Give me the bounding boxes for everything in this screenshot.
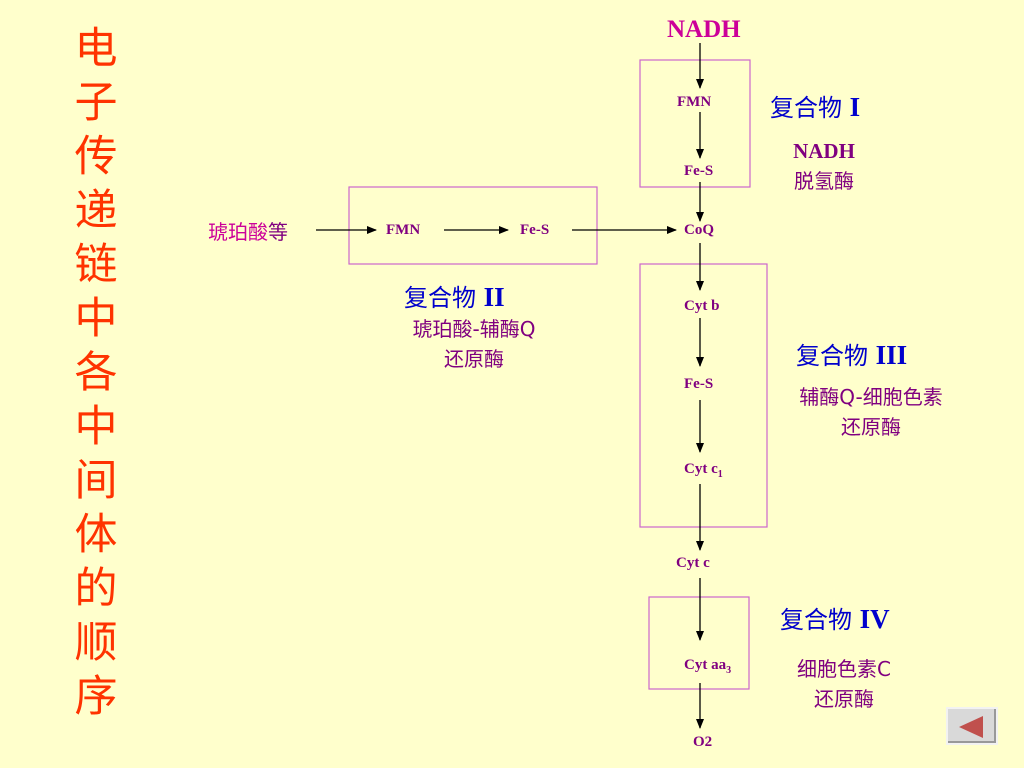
complex-3-enzyme: 辅酶Q-细胞色素 还原酶 xyxy=(776,382,966,442)
node-cyt-c1: Cyt c1 xyxy=(684,461,723,480)
title-char: 的 xyxy=(74,564,118,614)
complex-2-box xyxy=(348,186,598,265)
complex-4-enzyme-line2: 还原酶 xyxy=(814,687,874,711)
node-fes-complex-3: Fe-S xyxy=(684,376,714,392)
title-char: 序 xyxy=(74,672,118,722)
title-char: 子 xyxy=(74,78,118,128)
node-cyt-c1-text: Cyt c xyxy=(684,461,718,477)
node-cyt-aa3-subscript: 3 xyxy=(726,665,732,676)
succinate-name: 琥珀酸 xyxy=(208,220,268,244)
title-char: 间 xyxy=(74,456,118,506)
node-cyt-aa3: Cyt aa3 xyxy=(684,657,731,676)
complex-1-roman: I xyxy=(849,92,861,122)
complex-3-box xyxy=(639,263,768,528)
node-fes-complex-1: Fe-S xyxy=(684,163,714,179)
page-title: 电 子 传 递 链 中 各 中 间 体 的 顺 序 xyxy=(72,22,120,724)
complex-4-enzyme: 细胞色素C 还原酶 xyxy=(776,654,912,714)
previous-slide-button[interactable] xyxy=(946,707,998,745)
complex-3-label: 复合物 III xyxy=(796,336,907,371)
complex-2-prefix: 复合物 xyxy=(404,284,484,312)
node-cyt-c1-subscript: 1 xyxy=(717,469,723,480)
complex-4-prefix: 复合物 xyxy=(780,606,860,634)
title-char: 递 xyxy=(74,186,118,236)
node-o2: O2 xyxy=(693,734,713,750)
complex-2-label: 复合物 II xyxy=(404,278,505,313)
node-coq: CoQ xyxy=(684,222,714,238)
complex-4-roman: IV xyxy=(859,604,890,634)
complex-1-prefix: 复合物 xyxy=(770,94,850,122)
node-cyt-aa3-text: Cyt aa xyxy=(684,657,727,673)
node-cyt-c: Cyt c xyxy=(676,555,710,571)
complex-1-label: 复合物 I xyxy=(770,88,860,123)
complex-4-enzyme-line1: 细胞色素C xyxy=(797,657,891,681)
complex-4-box xyxy=(648,596,750,690)
complex-1-enzyme-line2: 脱氢酶 xyxy=(794,169,854,193)
complex-1-enzyme-line1: NADH xyxy=(793,139,855,163)
title-char: 链 xyxy=(74,240,118,290)
complex-1-box xyxy=(639,59,751,188)
complex-3-prefix: 复合物 xyxy=(796,342,876,370)
complex-1-enzyme: NADH 脱氢酶 xyxy=(774,136,874,196)
node-nadh: NADH xyxy=(667,16,741,43)
title-char: 体 xyxy=(74,510,118,560)
previous-arrow-icon xyxy=(959,716,983,738)
complex-2-roman: II xyxy=(483,282,505,312)
title-char: 各 xyxy=(74,348,118,398)
complex-2-enzyme: 琥珀酸-辅酶Q 还原酶 xyxy=(382,314,566,374)
succinate-suffix: 等 xyxy=(268,220,288,244)
node-cyt-b: Cyt b xyxy=(684,298,720,314)
title-char: 中 xyxy=(74,294,118,344)
complex-3-enzyme-line2: 还原酶 xyxy=(841,415,901,439)
title-char: 电 xyxy=(74,24,118,74)
title-char: 传 xyxy=(74,132,118,182)
node-fmn-complex-1: FMN xyxy=(677,94,712,110)
succinate-label: 琥珀酸等 xyxy=(208,216,288,245)
complex-4-label: 复合物 IV xyxy=(780,600,890,635)
title-char: 中 xyxy=(74,402,118,452)
node-fes-complex-2: Fe-S xyxy=(520,222,550,238)
complex-2-enzyme-line1: 琥珀酸-辅酶Q xyxy=(412,317,536,341)
node-fmn-complex-2: FMN xyxy=(386,222,421,238)
complex-3-enzyme-line1: 辅酶Q-细胞色素 xyxy=(799,385,943,409)
title-char: 顺 xyxy=(74,618,118,668)
complex-2-enzyme-line2: 还原酶 xyxy=(444,347,504,371)
complex-3-roman: III xyxy=(875,340,908,370)
